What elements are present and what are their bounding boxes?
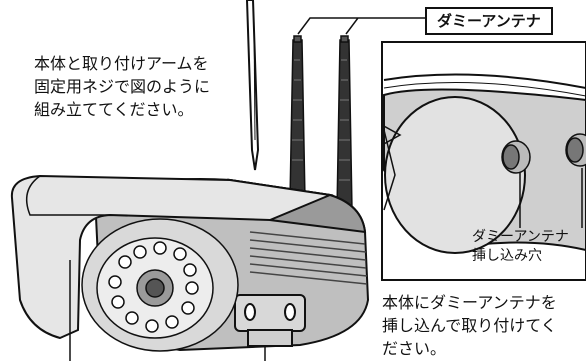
- callout-line: ダミーアンテナ: [472, 229, 569, 245]
- mount-arm: [245, 0, 260, 171]
- antenna-right: [336, 35, 353, 211]
- instruction-line: ださい。: [382, 339, 447, 359]
- callout-line: 挿し込み穴: [472, 247, 542, 264]
- assembly-instruction: 本体と取り付けアームを 固定用ネジで図のように 組み立ててください。: [34, 52, 210, 122]
- instruction-line: 本体と取り付けアームを: [34, 54, 209, 73]
- insert-instruction: 本体にダミーアンテナを 挿し込んで取り付けてく ださい。: [382, 291, 557, 361]
- instruction-line: 組み立ててください。: [34, 100, 194, 120]
- instruction-line: 固定用ネジで図のように: [34, 77, 211, 97]
- detail-inset: [381, 41, 586, 281]
- instruction-line: 挿し込んで取り付けてく: [382, 316, 557, 336]
- insert-hole-callout: ダミーアンテナ 挿し込み穴: [472, 228, 569, 266]
- sun-hood: [10, 174, 334, 340]
- antenna-leader: [297, 17, 425, 35]
- instruction-line: 本体にダミーアンテナを: [382, 293, 557, 312]
- lens-front: [81, 218, 239, 352]
- dummy-antenna-label: ダミーアンテナ: [425, 7, 553, 35]
- antenna-left: [289, 35, 306, 201]
